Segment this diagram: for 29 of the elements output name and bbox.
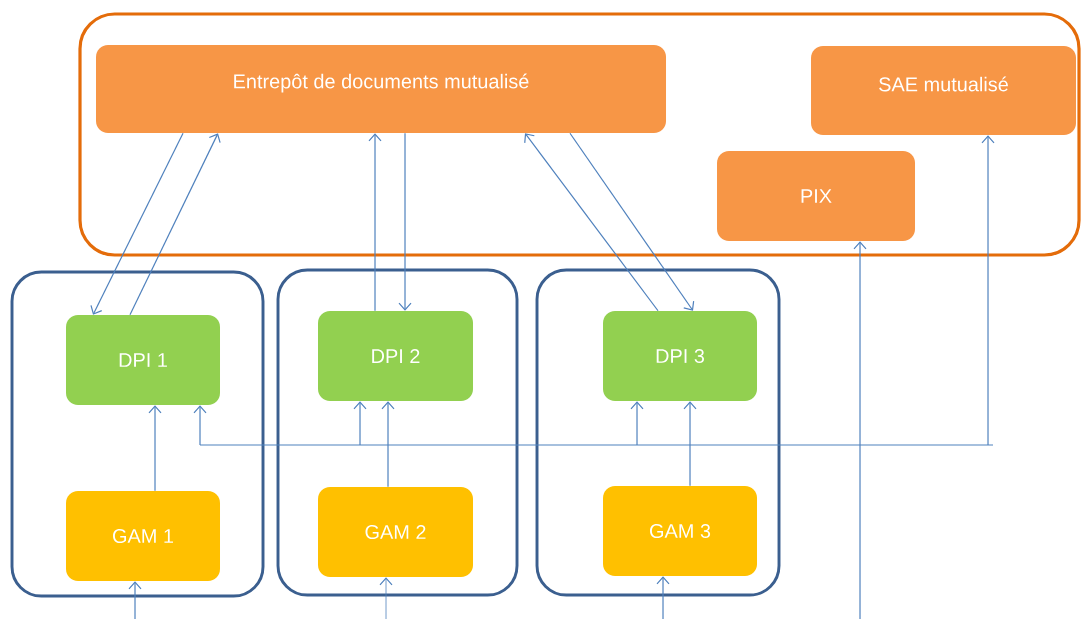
group-frame	[535, 268, 781, 597]
arrow	[381, 401, 395, 488]
system-box: PIX	[717, 151, 915, 241]
arrow	[656, 576, 670, 619]
dpi-box: DPI 3	[603, 311, 757, 401]
dpi-box: DPI 2	[318, 311, 473, 401]
arrow	[193, 405, 207, 446]
arrow	[569, 132, 695, 311]
gam-box: GAM 3	[603, 486, 757, 576]
system-box: Entrepôt de documents mutualisé	[96, 45, 666, 133]
arrow	[683, 401, 697, 487]
dpi-box: DPI 1	[66, 315, 220, 405]
arrow	[853, 241, 867, 619]
group-frame	[276, 268, 519, 597]
arrow	[398, 132, 412, 311]
arrow	[353, 401, 367, 446]
group-frame	[78, 12, 1081, 257]
arrow	[129, 133, 221, 316]
arrow	[148, 405, 162, 492]
group-frame	[10, 270, 265, 598]
system-box: SAE mutualisé	[811, 46, 1076, 135]
arrow	[128, 581, 142, 619]
arrow	[524, 133, 659, 312]
gam-box: GAM 1	[66, 491, 220, 581]
gam-box: GAM 2	[318, 487, 473, 577]
arrow	[90, 132, 184, 315]
arrow	[368, 133, 382, 312]
arrow	[630, 401, 644, 446]
arrow	[981, 135, 995, 446]
